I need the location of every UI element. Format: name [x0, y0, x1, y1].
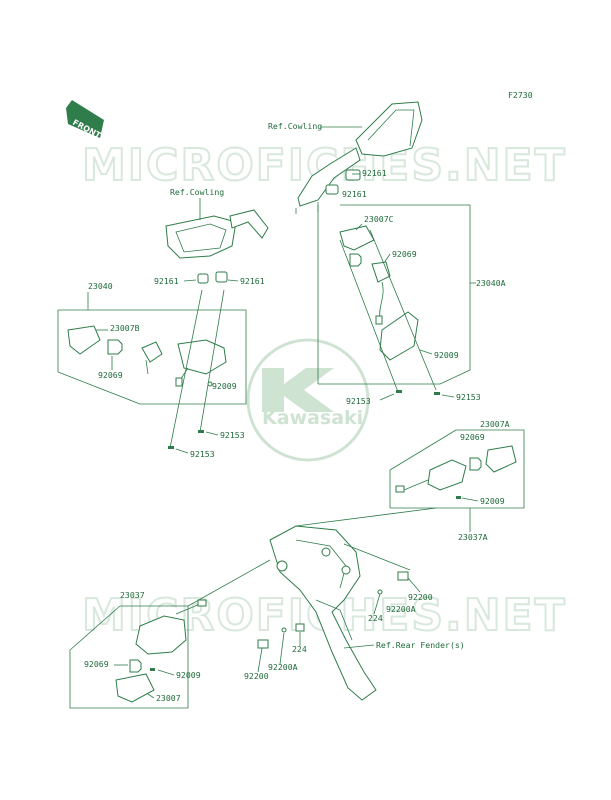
collar-92200A-right	[377, 589, 383, 595]
label-92200A-b: 92200A	[268, 662, 298, 672]
bulb-92069-right	[349, 253, 362, 267]
bolt-92153-a	[198, 430, 204, 433]
bracket-92200-left	[257, 639, 269, 649]
collar-92200A-left	[281, 627, 287, 633]
right-mirror	[295, 101, 423, 214]
label-92153-a: 92153	[220, 430, 245, 440]
bracket-92200-right	[397, 571, 409, 581]
lens-23007A	[485, 445, 517, 473]
bushing-92161-left-b	[215, 271, 228, 283]
label-23040A: 23040A	[476, 278, 506, 288]
label-92009-c: 92009	[480, 496, 505, 506]
label-92009-a: 92009	[212, 381, 237, 391]
connector-right	[375, 315, 383, 325]
label-92153-b: 92153	[190, 449, 215, 459]
bulb-92069-rear-right	[469, 457, 482, 471]
label-92200A-a: 92200A	[386, 604, 416, 614]
label-92161-d: 92161	[240, 276, 265, 286]
label-92161-c: 92161	[154, 276, 179, 286]
housing-right	[379, 311, 419, 361]
bolt-92153-b	[168, 446, 174, 449]
screw-92009-rear-left	[150, 668, 155, 671]
label-92200-a: 92200	[408, 592, 433, 602]
nut-224-left	[295, 623, 305, 632]
label-224-a: 224	[368, 613, 383, 623]
label-92200-b: 92200	[244, 671, 269, 681]
label-23037: 23037	[120, 590, 145, 600]
bushing-92161-left-a	[197, 273, 209, 284]
housing-left	[177, 339, 227, 375]
left-mirror	[165, 209, 269, 259]
figure-code: F2730	[508, 90, 533, 100]
label-23007C: 23007C	[364, 214, 394, 224]
kawasaki-logo: Kawasaki	[246, 338, 370, 462]
housing-rear-left	[135, 615, 187, 655]
label-23037A: 23037A	[458, 532, 488, 542]
label-92069-c: 92069	[460, 432, 485, 442]
label-23007B: 23007B	[110, 323, 140, 333]
label-ref-cowling-right: Ref.Cowling	[268, 121, 322, 131]
label-92153-c: 92153	[346, 396, 371, 406]
label-92161-a: 92161	[362, 168, 387, 178]
label-23007A: 23007A	[480, 419, 510, 429]
group-box-23037	[69, 605, 189, 709]
label-92153-d: 92153	[456, 392, 481, 402]
group-box-23040A	[439, 204, 471, 385]
lens-23007B	[67, 325, 101, 355]
screw-92009-rear-right	[456, 496, 461, 499]
kawasaki-logo-text: Kawasaki	[262, 407, 363, 429]
label-ref-cowling-left: Ref.Cowling	[170, 187, 224, 197]
label-224-b: 224	[292, 644, 307, 654]
label-ref-rear-fender: Ref.Rear Fender(s)	[376, 640, 465, 650]
connector-rear-right	[395, 485, 405, 493]
housing-rear-right	[427, 459, 467, 491]
label-23007: 23007	[156, 693, 181, 703]
rear-fender-bracket	[269, 525, 377, 701]
bolt-92153-d	[434, 392, 440, 395]
label-92161-b: 92161	[342, 189, 367, 199]
connector-rear-left	[197, 599, 207, 607]
label-92009-d: 92009	[176, 670, 201, 680]
label-92069-a: 92069	[98, 370, 123, 380]
lens-23007C	[339, 225, 375, 251]
front-arrow-icon: FRONT	[66, 100, 104, 140]
group-box-23040	[140, 309, 247, 405]
label-92069-d: 92069	[84, 659, 109, 669]
label-23040: 23040	[88, 281, 113, 291]
bulb-92069-left	[107, 339, 123, 355]
bulb-92069-rear-left	[129, 659, 142, 673]
socket-left	[141, 341, 163, 363]
label-92069-b: 92069	[392, 249, 417, 259]
group-box-23037A	[436, 429, 525, 509]
lens-23007	[115, 673, 155, 703]
label-92009-b: 92009	[434, 350, 459, 360]
connector-left	[175, 377, 183, 387]
bolt-92153-c	[396, 390, 402, 393]
